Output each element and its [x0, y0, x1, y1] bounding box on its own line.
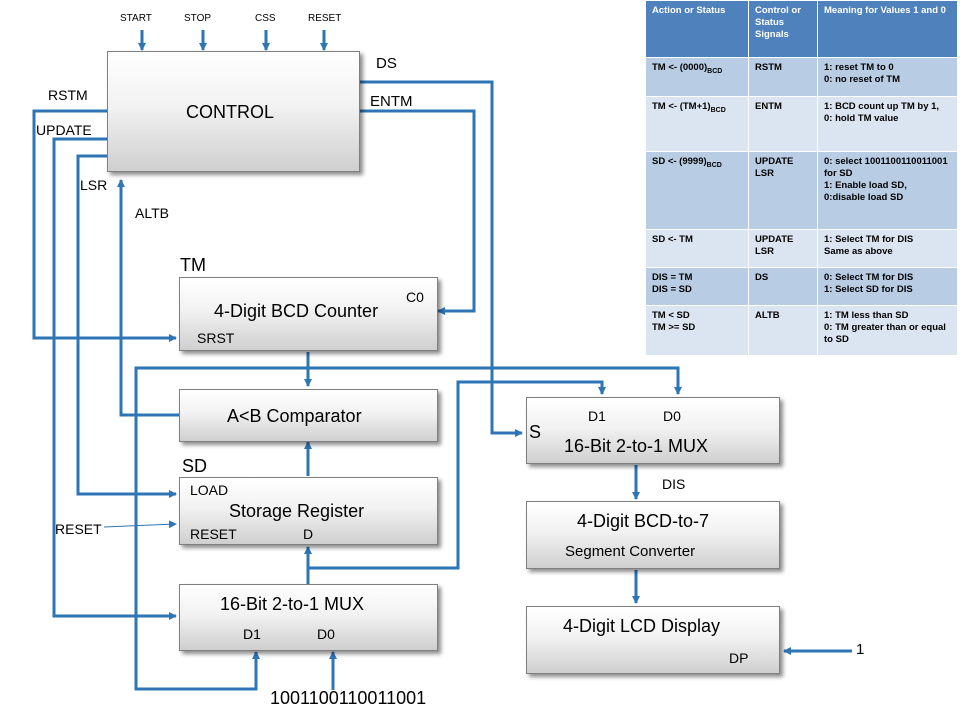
right-mux-block: 16-Bit 2-to-1 MUX D1 D0 S: [526, 397, 780, 464]
tm-bus-d0: [308, 366, 682, 395]
lsr-wire: [76, 154, 177, 498]
table-cell-action: SD <- (9999)BCD: [645, 151, 749, 230]
tm-label: TM: [180, 255, 206, 275]
altb-wire: [117, 179, 180, 417]
tm-bus-d1-left: [134, 366, 308, 691]
left-mux-title: 16-Bit 2-to-1 MUX: [220, 594, 365, 614]
counter-title: 4-Digit BCD Counter: [214, 301, 379, 321]
reset-input-wire: [103, 520, 177, 529]
comparator-title: A<B Comparator: [227, 406, 362, 426]
converter-title-2: Segment Converter: [565, 543, 696, 560]
table-header: Control or Status Signals: [748, 0, 818, 58]
action-text: TM <- (0000): [652, 62, 708, 73]
d-label: D: [303, 526, 314, 542]
table-row: TM <- (0000)BCD RSTM 1: reset TM to 0 0:…: [645, 57, 958, 97]
table-cell-action: TM <- (0000)BCD: [645, 57, 749, 97]
table-cell-meaning: 0: Select TM for DIS 1: Select SD for DI…: [817, 267, 958, 306]
action-subscript: BCD: [710, 106, 726, 114]
action-subscript: BCD: [707, 67, 723, 75]
table-cell-action: TM < SD TM >= SD: [645, 305, 749, 356]
table-row: TM < SD TM >= SD ALTB 1: TM less than SD…: [645, 305, 958, 356]
signal-table: Action or Status Control or Status Signa…: [645, 0, 958, 356]
reset-pin-label: RESET: [190, 526, 237, 542]
update-wire: [52, 137, 177, 620]
update-label: UPDATE: [36, 122, 92, 138]
right-mux-d0-label: D0: [663, 408, 681, 424]
entm-label: ENTM: [370, 93, 413, 110]
lcd-display-block: 4-Digit LCD Display DP: [526, 606, 780, 674]
table-cell-meaning: 1: TM less than SD 0: TM greater than or…: [817, 305, 958, 356]
rstm-wire: [32, 109, 177, 342]
left-mux-block: 16-Bit 2-to-1 MUX D1 D0: [179, 584, 438, 651]
dp-label: DP: [729, 650, 749, 666]
action-text: TM <- (TM+1): [652, 101, 711, 112]
table-cell-meaning: 0: select 1001100110011001 for SD 1: Ena…: [817, 151, 958, 230]
left-mux-d1-label: D1: [243, 626, 261, 642]
right-mux-d1-label: D1: [588, 408, 606, 424]
entm-wire: [360, 109, 476, 315]
control-title: CONTROL: [186, 102, 275, 122]
reset-input-label: RESET: [55, 521, 102, 537]
table-header: Action or Status: [645, 0, 749, 58]
reset-control-label: RESET: [308, 13, 342, 24]
table-cell-meaning: 1: reset TM to 0 0: no reset of TM: [817, 57, 958, 97]
bcd-to-7seg-block: 4-Digit BCD-to-7 Segment Converter: [526, 501, 780, 569]
table-row: SD <- (9999)BCD UPDATE LSR 0: select 100…: [645, 151, 958, 230]
comparator-block: A<B Comparator: [179, 389, 438, 442]
bcd-counter-block: 4-Digit BCD Counter C0 SRST: [179, 277, 438, 351]
table-cell-meaning: 1: Select TM for DIS Same as above: [817, 229, 958, 268]
table-cell-action: DIS = TM DIS = SD: [645, 267, 749, 306]
dis-label: DIS: [662, 476, 686, 492]
storage-title: Storage Register: [229, 501, 365, 521]
stop-label: STOP: [184, 13, 212, 24]
table-header: Meaning for Values 1 and 0: [817, 0, 958, 58]
action-subscript: BCD: [706, 161, 722, 169]
control-block: CONTROL: [107, 51, 360, 172]
table-cell-signal: ALTB: [748, 305, 818, 356]
left-mux-d0-label: D0: [317, 626, 335, 642]
table-row: SD <- TM UPDATE LSR 1: Select TM for DIS…: [645, 229, 958, 268]
table-cell-signal: DS: [748, 267, 818, 306]
lsr-label: LSR: [80, 177, 108, 193]
table-row: TM <- (TM+1)BCD ENTM 1: BCD count up TM …: [645, 96, 958, 152]
load-label: LOAD: [190, 482, 229, 498]
ds-label: DS: [376, 55, 397, 72]
css-label: CSS: [255, 13, 276, 24]
table-cell-meaning: 1: BCD count up TM by 1, 0: hold TM valu…: [817, 96, 958, 152]
table-cell-action: TM <- (TM+1)BCD: [645, 96, 749, 152]
storage-register-block: Storage Register LOAD RESET D: [179, 477, 438, 545]
table-cell-signal: UPDATE LSR: [748, 151, 818, 230]
table-cell-signal: ENTM: [748, 96, 818, 152]
constant-value: 1001100110011001: [270, 688, 427, 708]
action-text: SD <- (9999): [652, 156, 707, 167]
right-mux-title: 16-Bit 2-to-1 MUX: [564, 436, 709, 456]
converter-title-1: 4-Digit BCD-to-7: [577, 511, 710, 531]
sd-bus-d1: [308, 380, 606, 570]
ds-wire: [360, 80, 523, 437]
table-header-row: Action or Status Control or Status Signa…: [645, 0, 958, 58]
start-label: START: [120, 13, 152, 24]
table-cell-action: SD <- TM: [645, 229, 749, 268]
dp-input-value: 1: [856, 641, 865, 658]
select-s-label: S: [529, 422, 542, 442]
table-cell-signal: UPDATE LSR: [748, 229, 818, 268]
rstm-label: RSTM: [48, 87, 88, 103]
table-row: DIS = TM DIS = SD DS 0: Select TM for DI…: [645, 267, 958, 306]
altb-label: ALTB: [135, 205, 169, 221]
sd-label: SD: [182, 456, 208, 476]
table-cell-signal: RSTM: [748, 57, 818, 97]
c0-label: C0: [406, 289, 424, 305]
lcd-title: 4-Digit LCD Display: [563, 616, 721, 636]
srst-label: SRST: [197, 330, 235, 346]
